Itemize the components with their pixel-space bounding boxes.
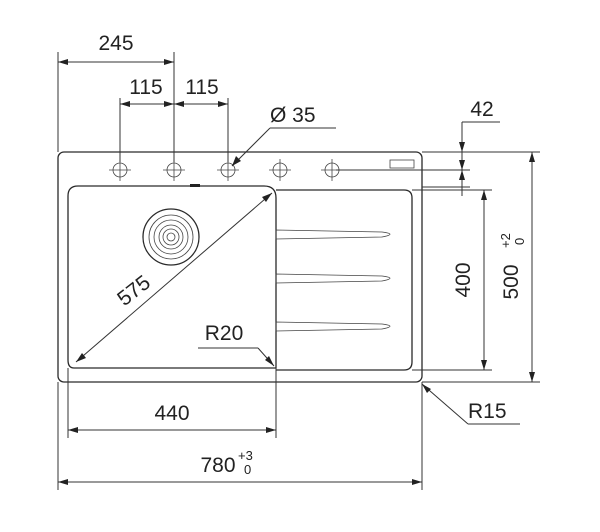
dim-hole-spacing-right: 115 — [185, 76, 218, 99]
dim-overall-width-tol-lower: 0 — [244, 462, 251, 477]
dim-corner-radius-bowl: R20 — [205, 322, 244, 345]
dim-bowl-depth: 400 — [452, 262, 475, 297]
tap-hole-3 — [217, 159, 239, 181]
leader-r15 — [421, 383, 469, 425]
tap-holes — [109, 159, 343, 181]
dim-hole-edge-offset: 42 — [470, 98, 493, 121]
tap-hole-1 — [109, 159, 131, 181]
drainer-outline — [276, 189, 413, 371]
dim-corner-radius-outer: R15 — [468, 400, 507, 423]
dim-bowl-diagonal: 575 — [113, 271, 155, 311]
drainer-rib-1 — [275, 229, 391, 240]
tap-hole-4 — [269, 159, 291, 181]
dim-overall-depth: 500 — [500, 264, 523, 299]
bowl-top-marker — [190, 184, 200, 187]
dim-line-575 — [75, 192, 273, 363]
overflow-slot — [389, 159, 415, 169]
dim-overall-depth-tol-upper: +2 — [498, 233, 513, 248]
dim-tap-offset: 245 — [98, 32, 133, 55]
dim-hole-diameter: Ø 35 — [270, 104, 316, 127]
tap-hole-2 — [163, 159, 185, 181]
dim-overall-depth-tol-lower: 0 — [512, 238, 527, 245]
dim-bowl-width: 440 — [154, 402, 189, 425]
sink-outline — [57, 151, 423, 383]
drain-strainer — [142, 208, 200, 266]
dim-overall-width-tol-upper: +3 — [238, 448, 253, 463]
drainer-rib-2 — [275, 273, 391, 284]
dim-overall-width: 780 — [200, 454, 235, 477]
dim-hole-spacing-left: 115 — [129, 76, 162, 99]
bowl-outline — [67, 185, 277, 369]
drainer-rib-3 — [275, 321, 391, 332]
